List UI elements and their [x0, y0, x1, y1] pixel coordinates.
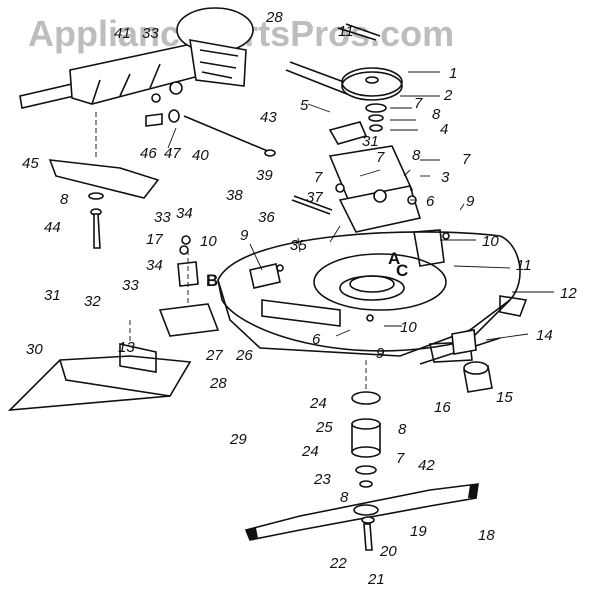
label-33b: 33 — [154, 209, 171, 226]
label-7d: 7 — [314, 169, 323, 186]
label-29: 29 — [229, 431, 247, 448]
label-36: 36 — [258, 209, 275, 226]
rod-drawing — [183, 115, 271, 153]
gearbox-assembly-drawing — [19, 7, 254, 109]
label-5: 5 — [300, 97, 309, 114]
label-16: 16 — [434, 399, 451, 416]
label-13: 13 — [118, 339, 135, 356]
label-37: 37 — [306, 189, 323, 206]
label-18: 18 — [478, 527, 495, 544]
label-15: 15 — [496, 389, 513, 406]
reference-letters: A B C — [206, 249, 408, 290]
label-4: 4 — [440, 121, 448, 138]
label-38: 38 — [226, 187, 243, 204]
label-7e: 7 — [396, 450, 405, 467]
label-6b: 6 — [312, 331, 321, 348]
label-8a: 8 — [432, 106, 441, 123]
label-9b: 9 — [240, 227, 249, 244]
label-10a: 10 — [200, 233, 217, 250]
label-28b: 28 — [209, 375, 227, 392]
label-20: 20 — [379, 543, 397, 560]
label-34a: 34 — [176, 205, 193, 222]
label-1: 1 — [449, 65, 457, 82]
label-10c: 10 — [400, 319, 417, 336]
point-letter-b: B — [206, 271, 218, 290]
label-45: 45 — [22, 155, 39, 172]
label-9c: 9 — [376, 345, 385, 362]
label-28a: 28 — [265, 9, 283, 26]
leader-lines — [167, 71, 554, 341]
label-7a: 7 — [414, 95, 423, 112]
label-24b: 24 — [301, 443, 319, 460]
label-8c: 8 — [60, 191, 69, 208]
label-6a: 6 — [426, 193, 435, 210]
mower-deck-drawing — [217, 229, 528, 363]
label-47: 47 — [164, 145, 181, 162]
label-27: 27 — [205, 347, 223, 364]
label-31a: 31 — [362, 133, 379, 150]
roller-drawing — [419, 329, 501, 393]
label-34b: 34 — [146, 257, 163, 274]
label-19: 19 — [410, 523, 427, 540]
label-46: 46 — [140, 145, 157, 162]
label-30: 30 — [26, 341, 43, 358]
label-8e: 8 — [340, 489, 349, 506]
point-letter-a: A — [388, 249, 400, 268]
label-33a: 33 — [142, 25, 159, 42]
label-35: 35 — [290, 237, 307, 254]
bracket-plates-drawing — [291, 121, 422, 233]
label-23: 23 — [313, 471, 331, 488]
label-41: 41 — [114, 25, 131, 42]
label-25: 25 — [315, 419, 333, 436]
label-10b: 10 — [482, 233, 499, 250]
label-14: 14 — [536, 327, 553, 344]
label-12: 12 — [560, 285, 577, 302]
point-letter-c: C — [396, 261, 408, 280]
label-17: 17 — [146, 231, 163, 248]
hinge-bracket-drawing — [129, 235, 220, 344]
label-33c: 33 — [122, 277, 139, 294]
label-11a: 11 — [338, 23, 354, 40]
label-21: 21 — [367, 571, 385, 588]
label-8d: 8 — [398, 421, 407, 438]
label-32: 32 — [84, 293, 101, 310]
label-2: 2 — [443, 87, 453, 104]
part-labels: 1 2 3 4 5 6 6 7 7 7 7 7 8 8 8 8 8 9 9 9 … — [22, 9, 577, 588]
label-22: 22 — [329, 555, 347, 572]
spindle-stack-drawing — [351, 360, 381, 488]
label-3: 3 — [441, 169, 450, 186]
label-7c: 7 — [462, 151, 471, 168]
label-8b: 8 — [412, 147, 421, 164]
blade-drawing — [244, 483, 479, 541]
label-26: 26 — [235, 347, 253, 364]
label-39: 39 — [256, 167, 273, 184]
label-9a: 9 — [466, 193, 475, 210]
label-40: 40 — [192, 147, 209, 164]
pulley-belt-drawing — [285, 23, 403, 132]
label-43: 43 — [260, 109, 277, 126]
label-42: 42 — [418, 457, 435, 474]
left-bracket-drawing — [48, 159, 160, 199]
label-7b: 7 — [376, 149, 385, 166]
label-44: 44 — [44, 219, 61, 236]
discharge-chute-drawing — [7, 343, 192, 411]
label-11b: 11 — [516, 257, 532, 274]
label-31b: 31 — [44, 287, 61, 304]
bolt-washer-drawing — [145, 109, 180, 127]
label-24a: 24 — [309, 395, 327, 412]
